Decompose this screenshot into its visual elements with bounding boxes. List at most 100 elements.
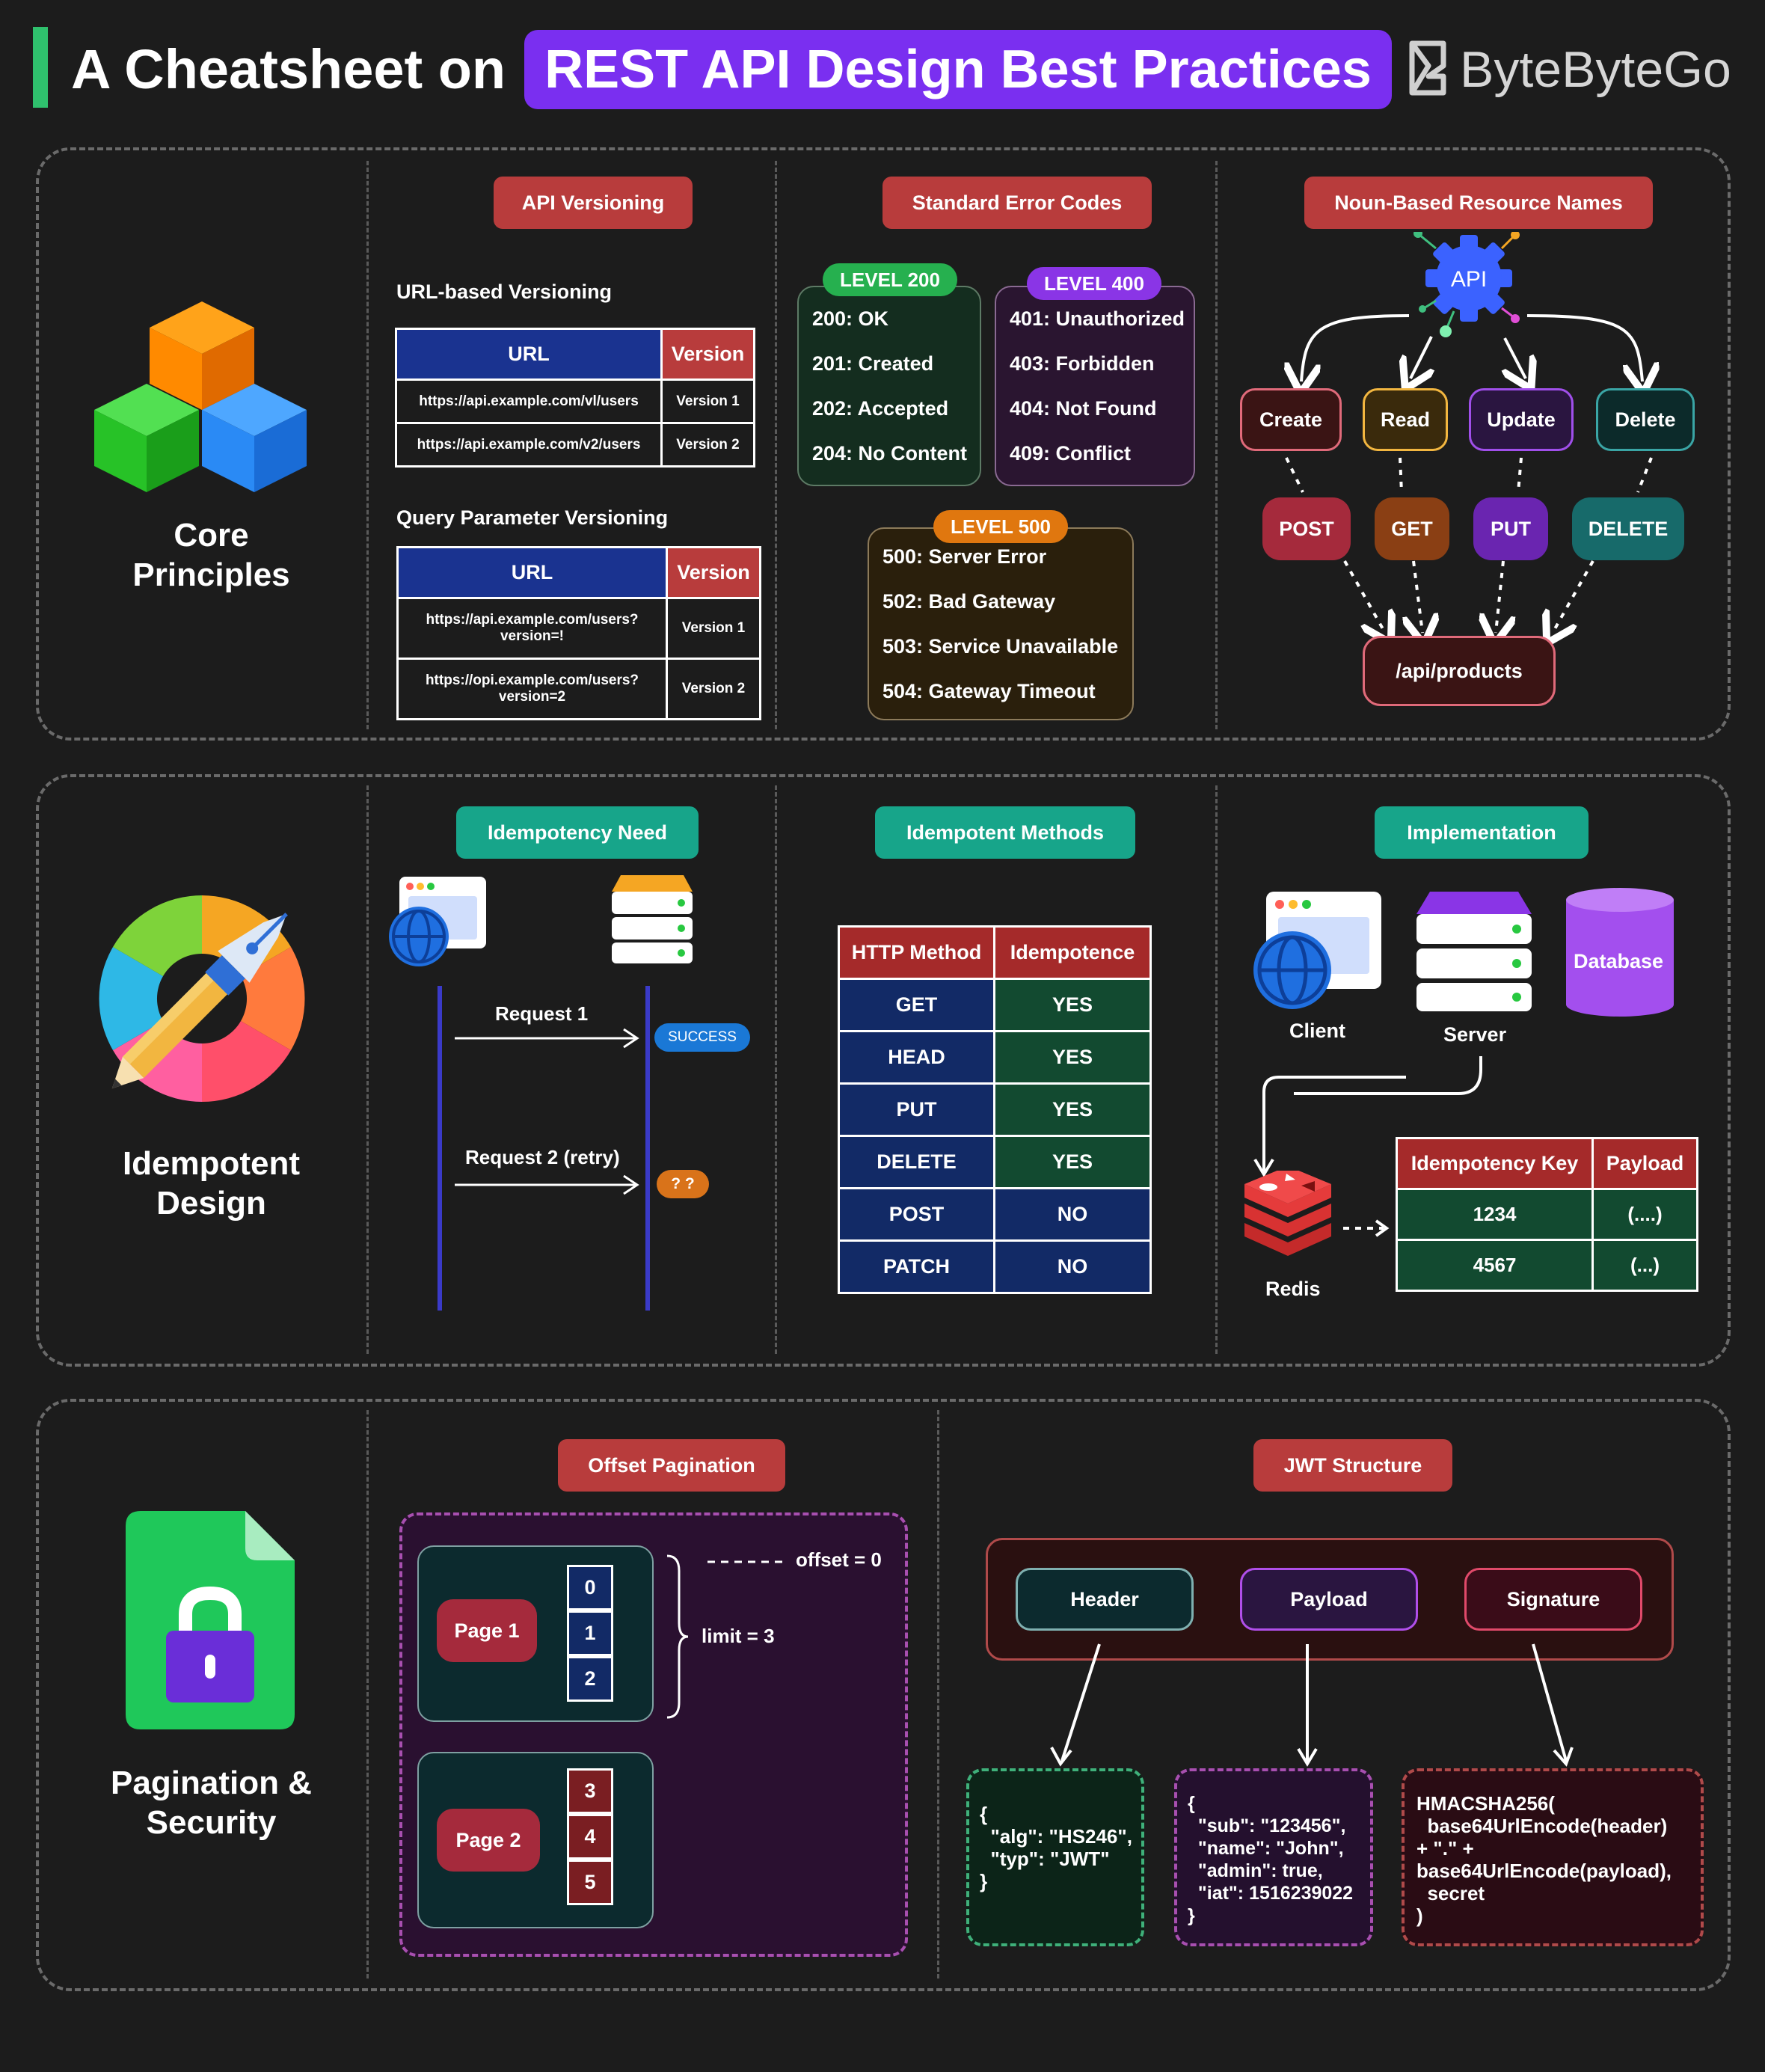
api-versioning-title: API Versioning (494, 177, 693, 229)
redis-label: Redis (1265, 1278, 1321, 1300)
page1-item: 0 (567, 1565, 613, 1610)
category-pagination-security: Pagination & Security (111, 1765, 312, 1841)
jwt-signature-code: HMACSHA256( base64UrlEncode(header) + ".… (1416, 1792, 1672, 1927)
jwt-payload-code: { "sub": "123456", "name": "John", "admi… (1188, 1793, 1354, 1926)
jwt-payload-part: Payload (1240, 1568, 1418, 1631)
divider (1215, 785, 1218, 1354)
url-versioning-table: URL Version https://api.example.com/vl/u… (395, 328, 755, 468)
status-code: 202: Accepted (812, 397, 949, 420)
action-create: Create (1240, 388, 1342, 451)
implementation-title: Implementation (1375, 806, 1588, 859)
database-icon (1566, 888, 1674, 1017)
page-title-prefix: A Cheatsheet on (71, 38, 506, 100)
server-to-redis-arrow (1294, 1056, 1482, 1095)
table-header: HTTP Method (838, 925, 995, 980)
unknown-badge: ? ? (657, 1170, 709, 1198)
divider (1215, 161, 1218, 729)
jwt-header-code-box (966, 1768, 1144, 1946)
page2-item: 3 (567, 1768, 613, 1814)
jwt-header-code: { "alg": "HS246", "typ": "JWT" } (980, 1803, 1132, 1892)
client-label: Client (1289, 1020, 1346, 1042)
divider (366, 785, 369, 1354)
divider (775, 785, 777, 1354)
noun-resources-diagram (1227, 232, 1720, 726)
page-title-highlight: REST API Design Best Practices (544, 40, 1372, 99)
level500-box (868, 527, 1134, 720)
action-read: Read (1363, 388, 1448, 451)
request2-label: Request 2 (retry) (465, 1146, 620, 1168)
success-badge: SUCCESS (654, 1023, 750, 1052)
table-cell: YES (993, 978, 1152, 1032)
method-get: GET (1375, 497, 1449, 560)
limit-label: limit = 3 (702, 1625, 775, 1647)
divider (775, 161, 777, 729)
table-cell: (....) (1591, 1188, 1698, 1241)
table-header: URL (396, 546, 668, 599)
page2-item: 5 (567, 1860, 613, 1905)
page2-item: 4 (567, 1814, 613, 1860)
table-cell: YES (993, 1030, 1152, 1085)
offset-label: offset = 0 (796, 1548, 882, 1571)
query-versioning-table: URL Version https://api.example.com/user… (396, 546, 761, 720)
table-cell: https://opi.example.com/users? version=2 (396, 658, 668, 720)
status-code: 204: No Content (812, 442, 968, 465)
table-cell: (...) (1591, 1239, 1698, 1292)
level200-badge: LEVEL 200 (823, 263, 957, 296)
page1-label: Page 1 (437, 1599, 537, 1662)
lock-document-icon (126, 1511, 295, 1729)
impl-flow-arrows (1253, 1076, 1406, 1237)
table-header: Payload (1591, 1137, 1698, 1190)
jwt-signature-part: Signature (1464, 1568, 1642, 1631)
level400-box (995, 286, 1195, 486)
brand-name: ByteByteGo (1460, 41, 1731, 98)
table-header: Version (660, 328, 755, 381)
status-code: 409: Conflict (1010, 442, 1132, 465)
table-header: Version (666, 546, 761, 599)
request-timeline-diagram (438, 986, 650, 1311)
pen-tool-icon (99, 895, 305, 1102)
noun-resources-title: Noun-Based Resource Names (1304, 177, 1653, 229)
table-cell: PUT (838, 1082, 995, 1137)
table-cell: GET (838, 978, 995, 1032)
status-code: 503: Service Unavailable (882, 635, 1119, 658)
table-cell: https://api.example.com/users? version=! (396, 597, 668, 660)
category-idempotent: Idempotent Design (122, 1145, 301, 1222)
table-header: URL (395, 328, 663, 381)
status-code: 401: Unauthorized (1010, 307, 1185, 330)
page-title-highlight-box: REST API Design Best Practices (524, 30, 1392, 109)
status-code: 500: Server Error (882, 545, 1047, 568)
url-versioning-label: URL-based Versioning (396, 281, 613, 303)
table-cell: HEAD (838, 1030, 995, 1085)
jwt-structure-title: JWT Structure (1253, 1439, 1452, 1492)
jwt-payload-code-box (1174, 1768, 1373, 1946)
table-cell: Version 2 (666, 658, 761, 720)
divider (937, 1410, 939, 1978)
offset-limit-brace (666, 1554, 784, 1719)
jwt-signature-code-box (1402, 1768, 1704, 1946)
status-code: 502: Bad Gateway (882, 590, 1056, 613)
server-icon (1416, 892, 1532, 1011)
table-header: Idempotency Key (1396, 1137, 1594, 1190)
table-cell: YES (993, 1082, 1152, 1137)
redis-icon (1244, 1171, 1331, 1256)
table-cell: Version 2 (660, 422, 755, 468)
table-cell: NO (993, 1187, 1152, 1242)
table-cell: DELETE (838, 1135, 995, 1189)
core-principles-panel (36, 147, 1731, 741)
table-cell: 4567 (1396, 1239, 1594, 1292)
page2-label: Page 2 (437, 1809, 540, 1872)
error-codes-title: Standard Error Codes (882, 177, 1152, 229)
status-code: 403: Forbidden (1010, 352, 1155, 375)
database-label: Database (1574, 950, 1664, 972)
pagination-security-panel (36, 1399, 1731, 1991)
table-cell: Version 1 (666, 597, 761, 660)
offset-pagination-title: Offset Pagination (558, 1439, 785, 1492)
jwt-arrows (1050, 1643, 1574, 1767)
action-delete: Delete (1596, 388, 1695, 451)
method-post: POST (1262, 497, 1351, 560)
status-code: 200: OK (812, 307, 889, 330)
gear-icon (1413, 232, 1520, 337)
server-label: Server (1443, 1023, 1507, 1046)
page1-item: 2 (567, 1656, 613, 1702)
